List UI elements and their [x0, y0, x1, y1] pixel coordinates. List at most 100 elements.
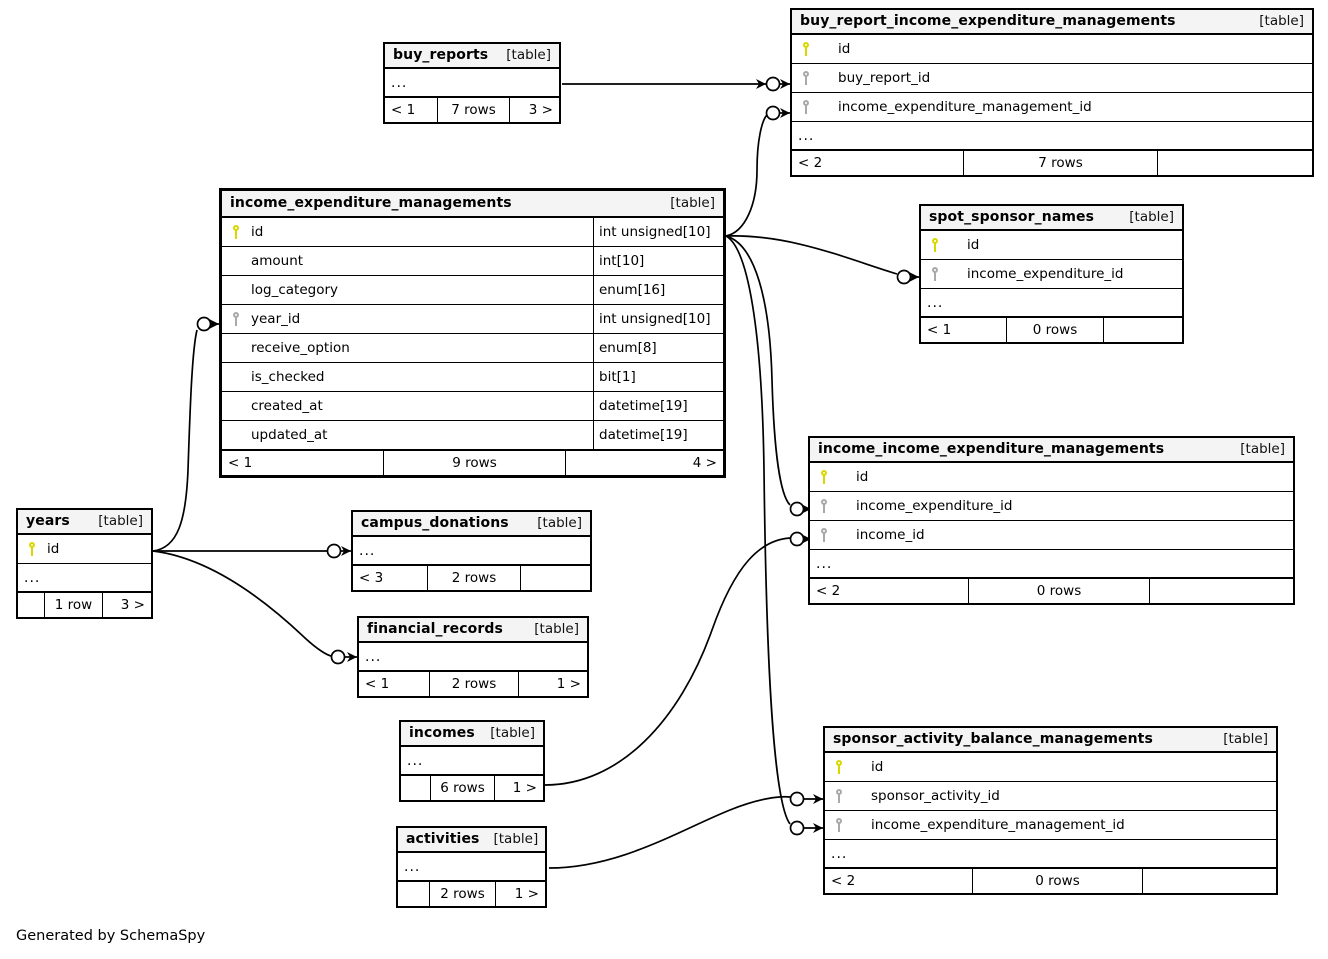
primary-key-icon — [229, 224, 246, 240]
footer-children[interactable]: 1 > — [556, 676, 581, 692]
footer-parents[interactable] — [398, 882, 430, 906]
footer-parents[interactable]: < 3 — [353, 566, 428, 590]
column-type: enum[8] — [593, 334, 723, 362]
table-financial-records[interactable]: financial_records [table] ... < 1 2 rows… — [357, 616, 589, 698]
table-buy-reports[interactable]: buy_reports [table] ... < 1 7 rows 3 > — [383, 42, 561, 124]
table-tag: [table] — [490, 725, 535, 741]
more-columns-row: ... — [398, 853, 545, 881]
edge-iem-to-spot-sponsor-names — [725, 235, 898, 275]
footer-rowcount: 7 rows — [438, 98, 510, 122]
column-row[interactable]: income_id — [810, 521, 1293, 550]
table-activities[interactable]: activities [table] ... 2 rows 1 > — [396, 826, 547, 908]
footer-rowcount: 2 rows — [430, 882, 496, 906]
footer-children[interactable]: 1 > — [514, 886, 539, 902]
footer-children[interactable] — [1143, 869, 1276, 893]
table-spot-sponsor-names[interactable]: spot_sponsor_names [table] id income_exp… — [919, 204, 1184, 344]
table-name: income_income_expenditure_managements — [818, 441, 1165, 457]
table-tag: [table] — [98, 513, 143, 529]
column-row[interactable]: id — [825, 753, 1276, 782]
footer-parents[interactable]: < 1 — [385, 98, 438, 122]
column-row[interactable]: income_expenditure_id — [810, 492, 1293, 521]
table-title: years [table] — [18, 510, 151, 535]
footer-rowcount: 1 row — [45, 593, 103, 617]
footer-parents[interactable]: < 2 — [825, 869, 973, 893]
foreign-key-icon — [832, 788, 849, 804]
table-name: campus_donations — [361, 515, 509, 531]
table-footer: 6 rows 1 > — [401, 775, 543, 800]
table-tag: [table] — [506, 47, 551, 63]
column-row[interactable]: id — [921, 231, 1182, 260]
column-row[interactable]: id — [18, 535, 151, 564]
more-columns-row: ... — [810, 550, 1293, 578]
more-columns-row: ... — [385, 69, 559, 97]
column-name: id — [251, 224, 264, 240]
column-row[interactable]: id int unsigned[10] — [222, 218, 723, 247]
no-key-icon — [229, 427, 246, 443]
table-income-expenditure-managements[interactable]: income_expenditure_managements [table] i… — [219, 188, 726, 478]
foreign-key-icon — [229, 311, 246, 327]
column-row[interactable]: log_category enum[16] — [222, 276, 723, 305]
footer-children[interactable] — [1150, 579, 1293, 603]
column-type: bit[1] — [593, 363, 723, 391]
footer-rowcount: 9 rows — [384, 451, 566, 475]
more-columns-row: ... — [825, 840, 1276, 868]
table-name: spot_sponsor_names — [929, 209, 1095, 225]
column-row[interactable]: updated_at datetime[19] — [222, 421, 723, 450]
column-row[interactable]: created_at datetime[19] — [222, 392, 723, 421]
footer-rowcount: 2 rows — [430, 672, 519, 696]
more-columns-row: ... — [792, 122, 1312, 150]
table-campus-donations[interactable]: campus_donations [table] ... < 3 2 rows — [351, 510, 592, 592]
column-row[interactable]: receive_option enum[8] — [222, 334, 723, 363]
footer-parents[interactable]: < 2 — [792, 151, 964, 175]
column-name: income_id — [856, 527, 925, 543]
table-title: financial_records [table] — [359, 618, 587, 643]
table-buy-report-income-expenditure-managements[interactable]: buy_report_income_expenditure_management… — [790, 8, 1314, 177]
table-footer: < 1 9 rows 4 > — [222, 450, 723, 475]
footer-children[interactable] — [1104, 318, 1182, 342]
footer-children[interactable]: 3 > — [120, 597, 145, 613]
foreign-key-icon — [817, 527, 834, 543]
primary-key-icon — [928, 237, 945, 253]
table-name: sponsor_activity_balance_managements — [833, 731, 1153, 747]
table-tag: [table] — [1259, 13, 1304, 29]
column-row[interactable]: sponsor_activity_id — [825, 782, 1276, 811]
table-footer: < 2 7 rows — [792, 150, 1312, 175]
table-name: income_expenditure_managements — [230, 195, 512, 211]
foreign-key-icon — [928, 266, 945, 282]
foreign-key-icon — [832, 817, 849, 833]
column-row[interactable]: id — [810, 463, 1293, 492]
column-row[interactable]: income_expenditure_id — [921, 260, 1182, 289]
column-row[interactable]: id — [792, 35, 1312, 64]
column-type: int unsigned[10] — [593, 305, 723, 333]
column-row[interactable]: income_expenditure_management_id — [825, 811, 1276, 840]
column-row[interactable]: is_checked bit[1] — [222, 363, 723, 392]
table-footer: < 3 2 rows — [353, 565, 590, 590]
footer-parents[interactable]: < 1 — [222, 451, 384, 475]
table-tag: [table] — [534, 621, 579, 637]
footer-parents[interactable] — [401, 776, 431, 800]
footer-children[interactable] — [1158, 151, 1312, 175]
footer-children[interactable]: 3 > — [528, 102, 553, 118]
table-incomes[interactable]: incomes [table] ... 6 rows 1 > — [399, 720, 545, 802]
table-income-income-expenditure-managements[interactable]: income_income_expenditure_managements [t… — [808, 436, 1295, 605]
footer-parents[interactable]: < 1 — [921, 318, 1007, 342]
column-row[interactable]: amount int[10] — [222, 247, 723, 276]
column-row[interactable]: year_id int unsigned[10] — [222, 305, 723, 334]
column-row[interactable]: buy_report_id — [792, 64, 1312, 93]
footer-children[interactable]: 4 > — [692, 455, 717, 471]
table-footer: < 1 7 rows 3 > — [385, 97, 559, 122]
table-title: buy_report_income_expenditure_management… — [792, 10, 1312, 35]
table-title: income_expenditure_managements [table] — [222, 191, 723, 218]
edge-iem-to-income-iem — [725, 235, 791, 506]
column-row[interactable]: income_expenditure_management_id — [792, 93, 1312, 122]
footer-parents[interactable]: < 1 — [359, 672, 430, 696]
footer-parents[interactable]: < 2 — [810, 579, 969, 603]
footer-children[interactable]: 1 > — [512, 780, 537, 796]
table-years[interactable]: years [table] id ... 1 row 3 > — [16, 508, 153, 619]
column-type: int unsigned[10] — [593, 218, 723, 246]
table-sponsor-activity-balance-managements[interactable]: sponsor_activity_balance_managements [ta… — [823, 726, 1278, 895]
generated-by-credit: Generated by SchemaSpy — [16, 928, 206, 944]
footer-parents[interactable] — [18, 593, 45, 617]
footer-children[interactable] — [521, 566, 590, 590]
